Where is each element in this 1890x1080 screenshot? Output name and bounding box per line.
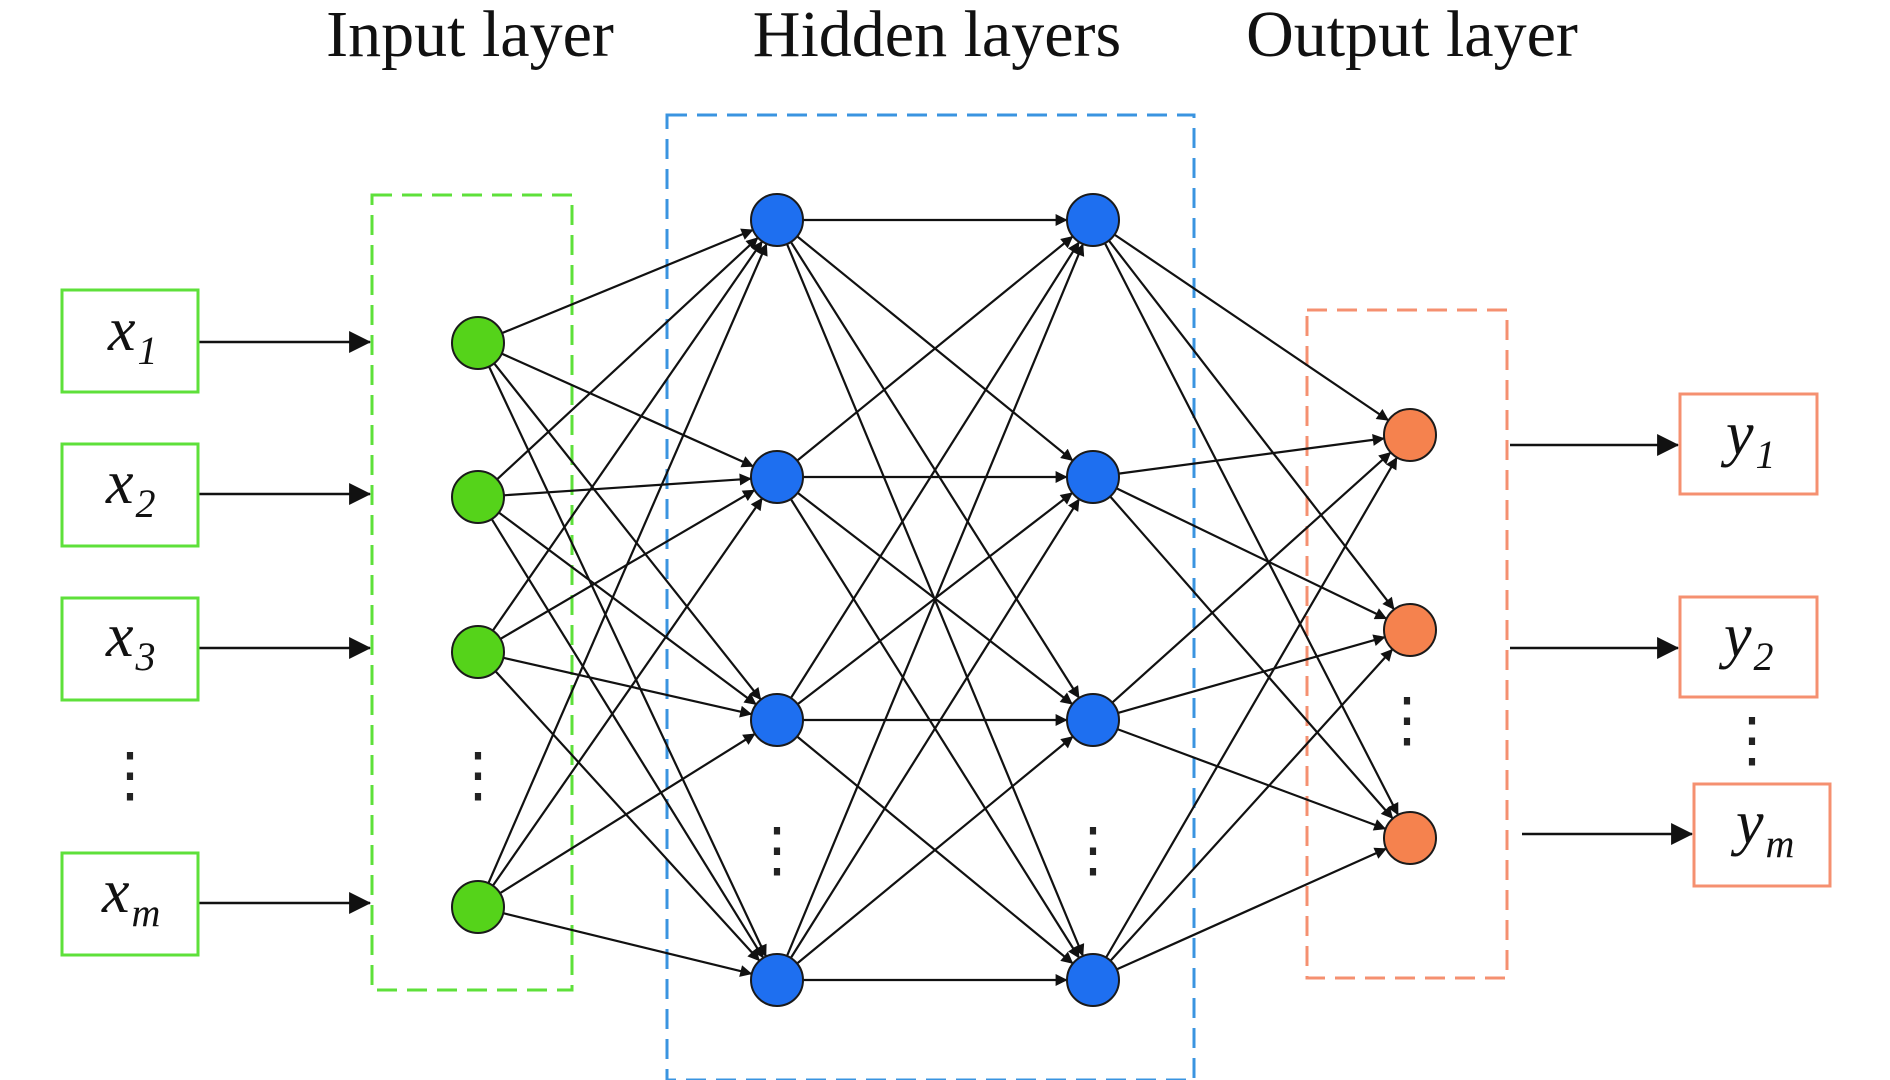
input-box-2: x2 [60, 442, 200, 548]
output-box-2: y2 [1678, 595, 1819, 699]
edge-hidden2-2-to-output-3 [1109, 495, 1394, 820]
edge-hidden2-2-to-output-1 [1118, 433, 1385, 475]
edge-input-4-to-hidden1-4 [503, 912, 753, 977]
hidden2-neuron-3 [1066, 693, 1120, 747]
input-neuron-3 [451, 625, 505, 679]
output-box-m: ym [1692, 782, 1832, 888]
hidden1-neuron-3 [750, 693, 804, 747]
input-layer-title: Input layer [326, 0, 614, 71]
input-neuron-2 [451, 470, 505, 524]
hidden2-neuron-4 [1066, 953, 1120, 1007]
edge-hidden2-4-to-output-1 [1105, 456, 1398, 959]
edge-input-3-to-hidden1-1 [491, 240, 764, 632]
edge-hidden1-4-to-hidden2-2 [789, 498, 1081, 959]
output-layer-title: Output layer [1246, 0, 1578, 71]
input-layer-ellipsis: ⋮ [448, 742, 508, 808]
svg-text:x1: x1 [107, 296, 158, 373]
input-var-3: x [105, 602, 134, 670]
svg-text:ym: ym [1730, 789, 1794, 866]
hidden2-neuron-1 [1066, 193, 1120, 247]
edge-hidden1-2-to-hidden2-1 [796, 235, 1074, 462]
edge-hidden2-1-to-output-1 [1113, 233, 1390, 422]
input-layer-box [370, 193, 574, 992]
output-var-1: y [1720, 400, 1754, 468]
edge-input-1-to-hidden1-4 [488, 366, 767, 958]
edge-hidden2-1-to-output-3 [1103, 242, 1400, 816]
svg-text:x2: x2 [105, 449, 156, 526]
input-arrows [197, 331, 372, 914]
output-box-1: y1 [1678, 392, 1819, 496]
edge-input-4-to-hidden1-3 [499, 732, 756, 895]
input-neuron-4 [451, 880, 505, 934]
edge-input-3-to-hidden1-4 [494, 670, 761, 962]
hidden2-neuron-2 [1066, 450, 1120, 504]
edge-input-2-to-hidden1-4 [490, 518, 765, 959]
input-sub-2: 2 [136, 481, 156, 526]
svg-text:x3: x3 [105, 602, 156, 679]
input-var-2: x [105, 449, 134, 517]
output-neuron-1 [1383, 408, 1437, 462]
input-sub-3: 3 [135, 634, 156, 679]
input-ellipsis: ⋮ [100, 742, 160, 808]
edge-hidden2-3-to-output-2 [1117, 634, 1386, 714]
input-var-1: x [107, 296, 136, 364]
edge-input-2-to-hidden1-3 [498, 511, 757, 706]
edge-hidden1-4-to-hidden2-1 [785, 243, 1085, 957]
svg-text:xm: xm [101, 858, 160, 935]
input-sub-1: 1 [138, 328, 158, 373]
output-neuron-3 [1383, 811, 1437, 865]
edge-input-4-to-hidden1-1 [487, 243, 768, 884]
edge-input-4-to-hidden1-2 [491, 497, 764, 887]
output-var-2: y [1718, 602, 1752, 670]
neurons [451, 193, 1437, 1007]
edge-input-2-to-hidden1-2 [503, 473, 752, 497]
output-sub-1: 1 [1756, 432, 1776, 477]
svg-text:y1: y1 [1720, 400, 1776, 477]
input-box-3: x3 [60, 596, 200, 702]
edge-hidden2-3-to-output-1 [1111, 451, 1392, 704]
edge-input-1-to-hidden1-2 [501, 352, 754, 468]
hidden1-neuron-1 [750, 193, 804, 247]
input-box-1: x1 [60, 288, 200, 394]
output-var-m: y [1730, 789, 1764, 857]
edge-hidden2-4-to-output-2 [1109, 648, 1394, 962]
edge-input-1-to-hidden1-1 [501, 228, 754, 335]
edge-hidden2-4-to-output-3 [1116, 847, 1387, 971]
hidden-layers-title: Hidden layers [753, 0, 1121, 71]
edge-hidden2-3-to-output-3 [1117, 728, 1387, 831]
input-neuron-1 [451, 316, 505, 370]
hidden-layers-box [665, 113, 1196, 1080]
edge-hidden1-3-to-hidden2-1 [789, 241, 1081, 699]
edge-input-1-to-hidden1-3 [493, 362, 762, 701]
hidden-layer2-ellipsis: ⋮ [1063, 817, 1123, 883]
hidden1-neuron-4 [750, 953, 804, 1007]
output-arrows [1510, 434, 1694, 845]
output-sub-2: 2 [1754, 634, 1774, 679]
output-sub-m: m [1766, 821, 1795, 866]
output-layer-ellipsis: ⋮ [1377, 687, 1437, 753]
input-box-m: xm [60, 851, 200, 957]
output-neuron-2 [1383, 603, 1437, 657]
output-layer-box [1305, 308, 1509, 980]
edge-input-2-to-hidden1-1 [496, 236, 759, 481]
edge-input-3-to-hidden1-3 [503, 656, 753, 718]
output-ellipsis: ⋮ [1722, 707, 1782, 773]
edge-hidden2-2-to-output-2 [1115, 487, 1388, 620]
input-sub-m: m [132, 890, 161, 935]
network-connections [487, 214, 1400, 986]
svg-text:y2: y2 [1718, 602, 1774, 679]
edge-hidden1-4-to-hidden2-3 [796, 735, 1074, 965]
edge-hidden2-1-to-output-2 [1108, 239, 1395, 611]
input-var-m: x [101, 858, 130, 926]
hidden1-neuron-2 [750, 450, 804, 504]
hidden-layer1-ellipsis: ⋮ [747, 817, 807, 883]
